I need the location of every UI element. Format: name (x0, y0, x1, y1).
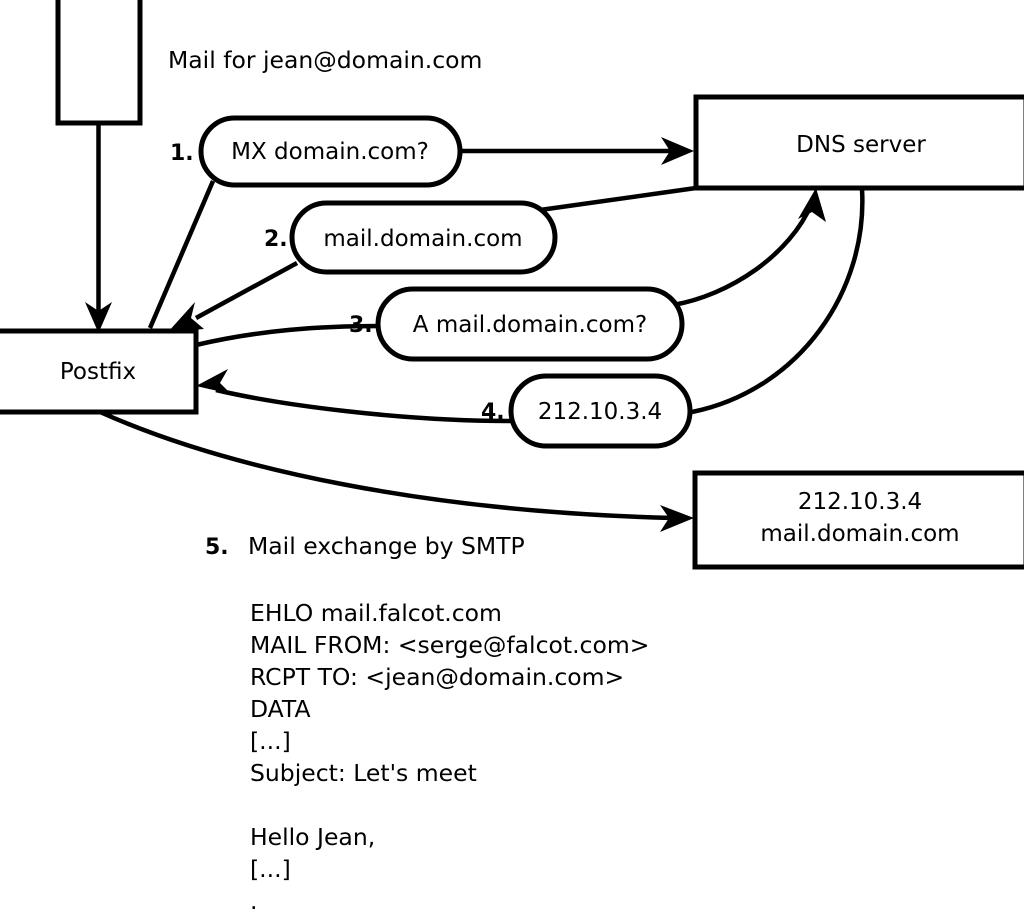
step-1-pill: MX domain.com? (198, 115, 463, 188)
node-postfix-label: Postfix (60, 359, 136, 385)
node-target-ip: 212.10.3.4 (798, 489, 922, 515)
step-5-number: 5. (205, 535, 229, 560)
step-5-label: Mail exchange by SMTP (248, 532, 525, 560)
edge-sender-to-postfix (85, 123, 112, 333)
edge-postfix-to-query-mx (147, 180, 216, 329)
edge-dns-to-answer-mx (539, 185, 697, 213)
step-2-label: mail.domain.com (323, 226, 522, 252)
edge-query-mx-to-dns (459, 137, 694, 165)
step-3-label: A mail.domain.com? (413, 312, 647, 338)
smtp-line-2: RCPT TO: <jean@domain.com> (250, 663, 624, 691)
smtp-line-3: DATA (250, 695, 311, 723)
edge-dns-to-answer-a (691, 188, 865, 415)
step-3-pill: A mail.domain.com? (375, 286, 685, 362)
smtp-line-4: [...] (250, 727, 291, 755)
edge-answer-mx-to-postfix (168, 261, 299, 332)
step-3-number: 3. (349, 313, 373, 338)
edge-postfix-to-query-a (195, 323, 382, 348)
smtp-line-5: Subject: Let's meet (250, 759, 477, 787)
smtp-line-8: [...] (250, 855, 291, 883)
node-dns-label: DNS server (796, 132, 926, 158)
smtp-line-9: . (250, 887, 257, 915)
node-dns-box: DNS server (693, 94, 1024, 191)
smtp-line-0: EHLO mail.falcot.com (250, 599, 502, 627)
edge-postfix-to-target (99, 409, 694, 532)
node-target-box: 212.10.3.4 mail.domain.com (692, 470, 1024, 570)
step-1-label: MX domain.com? (231, 139, 429, 165)
node-sender-box (55, 0, 143, 126)
smtp-line-7: Hello Jean, (250, 823, 375, 851)
node-postfix-box: Postfix (0, 328, 199, 415)
step-4-label: 212.10.3.4 (538, 399, 662, 425)
step-2-pill: mail.domain.com (289, 200, 558, 275)
smtp-line-1: MAIL FROM: <serge@falcot.com> (250, 631, 649, 659)
step-1-number: 1. (170, 141, 194, 166)
step-4-number: 4. (481, 400, 505, 425)
step-2-number: 2. (264, 227, 288, 252)
mail-for-note: Mail for jean@domain.com (168, 46, 482, 74)
edge-answer-a-to-postfix (196, 369, 513, 424)
step-4-pill: 212.10.3.4 (508, 373, 693, 449)
node-target-host: mail.domain.com (760, 521, 959, 547)
edge-query-a-to-dns (672, 188, 826, 308)
